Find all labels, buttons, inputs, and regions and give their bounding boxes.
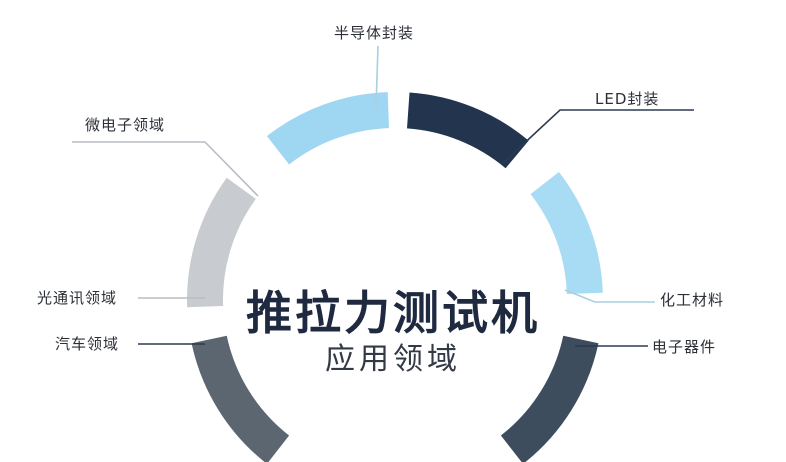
label-optical: 光通讯领域 (37, 289, 118, 307)
ring-arc-led (406, 92, 529, 169)
label-electronic: 电子器件 (652, 338, 717, 356)
ring-arc-auto (191, 335, 290, 462)
label-microelectronics: 微电子领域 (85, 116, 166, 134)
ring-arc-optical (187, 177, 256, 308)
center-title: 推拉力测试机 (246, 286, 540, 340)
label-auto: 汽车领域 (55, 335, 120, 353)
ring-arc-semiconductor (266, 92, 389, 165)
ring-arc-electronic (500, 335, 599, 462)
label-semiconductor: 半导体封装 (334, 24, 415, 42)
leader-line-led (502, 109, 694, 164)
label-chemical: 化工材料 (660, 291, 725, 309)
leader-line-semiconductor (375, 45, 379, 109)
ring-arc-chemical (530, 171, 603, 294)
leader-line-chemical (564, 289, 655, 303)
center-subtitle: 应用领域 (325, 342, 461, 377)
leader-line-microelectronics (72, 141, 259, 197)
label-led: LED封装 (595, 90, 660, 108)
